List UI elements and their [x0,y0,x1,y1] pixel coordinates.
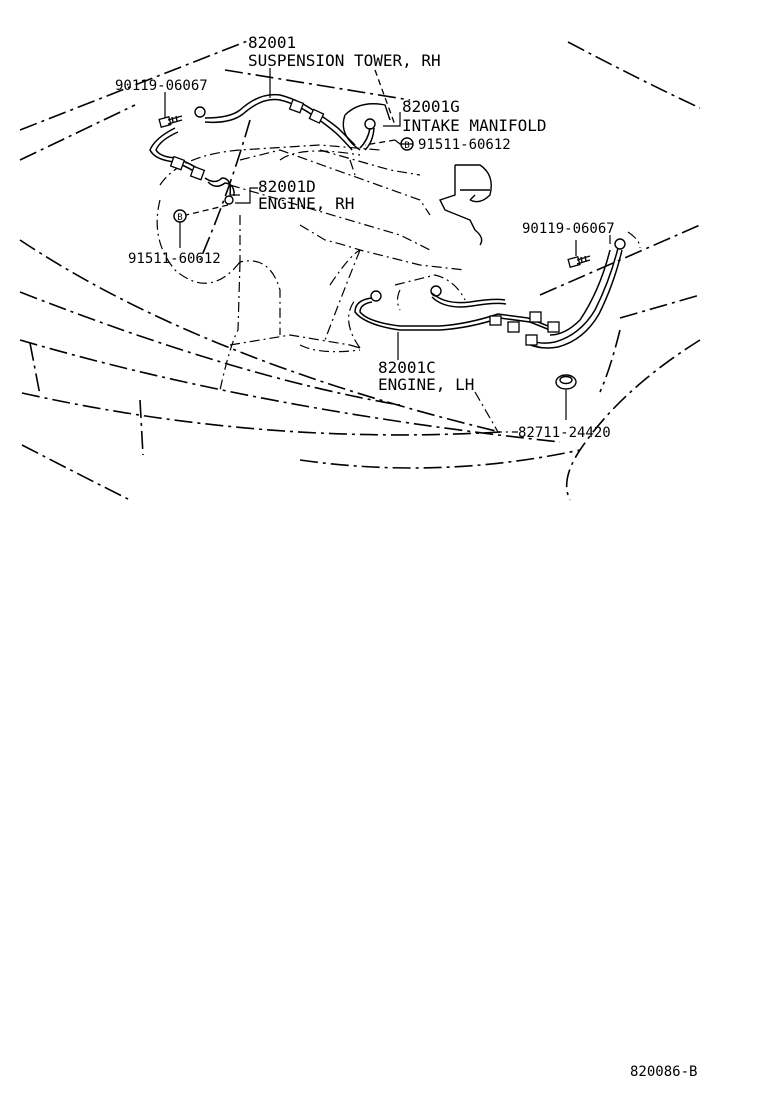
part-number-82001: 82001 [248,33,296,52]
ground-strap-82001D [204,177,235,205]
terminal-ring-icon [370,290,382,302]
cable-clip-icon [547,321,560,333]
bolt-part-number: 90119-06067 [522,221,615,237]
figure-id: 820086-B [630,1064,697,1080]
part-number-82001D: 82001D [258,177,316,196]
part-desc-82001C: ENGINE, LH [378,375,474,394]
part-number-82001C: 82001C [378,358,436,377]
terminal-ring-icon [224,195,234,205]
clamp-part-number: 82711-24420 [518,425,611,441]
cable-clip-icon [308,108,325,124]
badge-letter: B [177,213,182,223]
cable-clip-icon [489,315,502,326]
part-desc-82001G: INTAKE MANIFOLD [402,116,547,135]
bolt-icon [567,255,591,268]
cable-clip-icon [507,321,520,333]
bolt-icon [158,115,183,128]
part-desc-82001: SUSPENSION TOWER, RH [248,51,441,70]
nut-part-number: 91511-60612 [128,251,221,267]
hose-clamp-icon [555,374,577,390]
leader-lines [164,68,641,433]
badge-letter: B [404,141,409,151]
intake-manifold-shapes [342,103,492,246]
ground-strap-82001 [149,93,376,181]
bolt-part-number: 90119-06067 [115,78,208,94]
part-number-82001G: 82001G [402,97,460,116]
vehicle-outline [19,39,701,501]
cable-clip-icon [169,155,186,171]
terminal-ring-icon [364,118,376,130]
ground-strap-82001C [354,238,626,349]
terminal-ring-icon [430,285,442,297]
cable-clip-icon [525,334,538,346]
cable-clip-icon [189,165,206,181]
terminal-ring-icon [614,238,626,250]
terminal-ring-icon [194,106,206,118]
nut-b-badge: B [173,209,187,223]
part-desc-82001D: ENGINE, RH [258,194,354,213]
cable-clip-icon [529,311,542,323]
engine-outline [156,144,466,391]
part-labels: 82001 SUSPENSION TOWER, RH 90119-06067 8… [115,33,697,1080]
cable-clip-icon [288,98,305,114]
nut-part-number: 91511-60612 [418,137,511,153]
